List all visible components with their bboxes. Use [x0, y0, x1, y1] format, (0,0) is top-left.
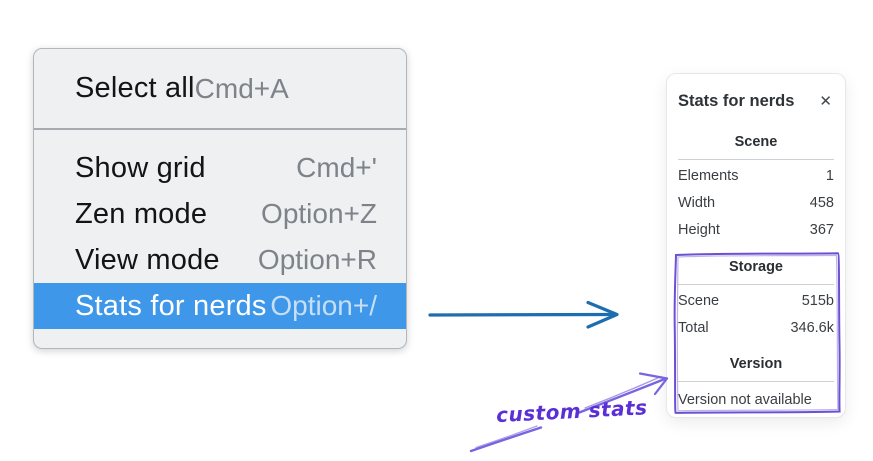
annotation-arrow-tail-segment	[469, 425, 543, 453]
stats-panel-header: Stats for nerds ✕	[678, 91, 834, 112]
flow-arrow	[428, 300, 619, 329]
menu-item-label: Show grid	[75, 151, 206, 184]
section-scene: Scene Elements 1 Width 458 Height 367	[678, 133, 834, 244]
context-menu: Select all Cmd+A Show grid Cmd+' Zen mod…	[33, 48, 407, 349]
menu-item-shortcut: Option+/	[270, 290, 377, 321]
section-divider	[678, 159, 834, 160]
stats-panel: Stats for nerds ✕ Scene Elements 1 Width…	[666, 73, 846, 418]
menu-divider	[34, 128, 406, 130]
stat-row: Scene 515b	[678, 288, 834, 315]
annotation-text: custom stats	[495, 395, 649, 428]
stat-label: Height	[678, 222, 720, 238]
menu-item-show-grid[interactable]: Show grid Cmd+'	[34, 145, 406, 191]
menu-section-bottom: Show grid Cmd+' Zen mode Option+Z View m…	[34, 130, 406, 329]
stat-row: Total 346.6k	[678, 315, 834, 342]
menu-item-label: Zen mode	[75, 197, 208, 230]
section-rows: Scene 515b Total 346.6k	[678, 288, 834, 342]
stat-row: Elements 1	[678, 163, 834, 190]
close-icon[interactable]: ✕	[819, 93, 832, 110]
version-note: Version not available	[678, 392, 812, 408]
section-header: Scene	[734, 134, 778, 150]
section-rows: Elements 1 Width 458 Height 367	[678, 163, 834, 244]
menu-item-shortcut: Option+R	[257, 244, 377, 275]
stat-row: Width 458	[678, 190, 834, 217]
annotation-arrow-head-segment	[576, 372, 669, 415]
stat-value: 458	[809, 195, 834, 211]
stat-value: 346.6k	[790, 320, 834, 336]
section-divider	[678, 284, 834, 285]
menu-item-shortcut: Cmd+'	[296, 152, 377, 183]
stat-label: Elements	[678, 168, 739, 184]
menu-item-shortcut: Option+Z	[261, 198, 377, 229]
stat-label: Scene	[678, 293, 720, 309]
stat-row: Height 367	[678, 217, 834, 244]
section-storage: Storage Scene 515b Total 346.6k	[678, 258, 834, 342]
section-version: Version Version not available	[678, 355, 834, 414]
stat-value: 1	[825, 168, 834, 184]
menu-item-label: Select all	[75, 72, 195, 104]
section-header: Storage	[729, 259, 783, 275]
section-header: Version	[729, 356, 783, 372]
stat-value: 367	[809, 222, 834, 238]
menu-item-view-mode[interactable]: View mode Option+R	[34, 237, 406, 283]
stat-label: Total	[678, 320, 709, 336]
menu-item-label: Stats for nerds	[75, 289, 267, 322]
menu-section-top: Select all Cmd+A	[34, 49, 406, 128]
panel-title: Stats for nerds	[678, 92, 795, 110]
menu-item-stats-for-nerds[interactable]: Stats for nerds Option+/	[34, 283, 406, 329]
menu-item-zen-mode[interactable]: Zen mode Option+Z	[34, 191, 406, 237]
stat-value: 515b	[801, 293, 834, 309]
menu-item-label: View mode	[75, 243, 220, 276]
section-divider	[678, 381, 834, 382]
menu-item-select-all[interactable]: Select all Cmd+A	[34, 66, 318, 112]
stat-label: Width	[678, 195, 716, 211]
menu-item-shortcut: Cmd+A	[194, 72, 289, 104]
